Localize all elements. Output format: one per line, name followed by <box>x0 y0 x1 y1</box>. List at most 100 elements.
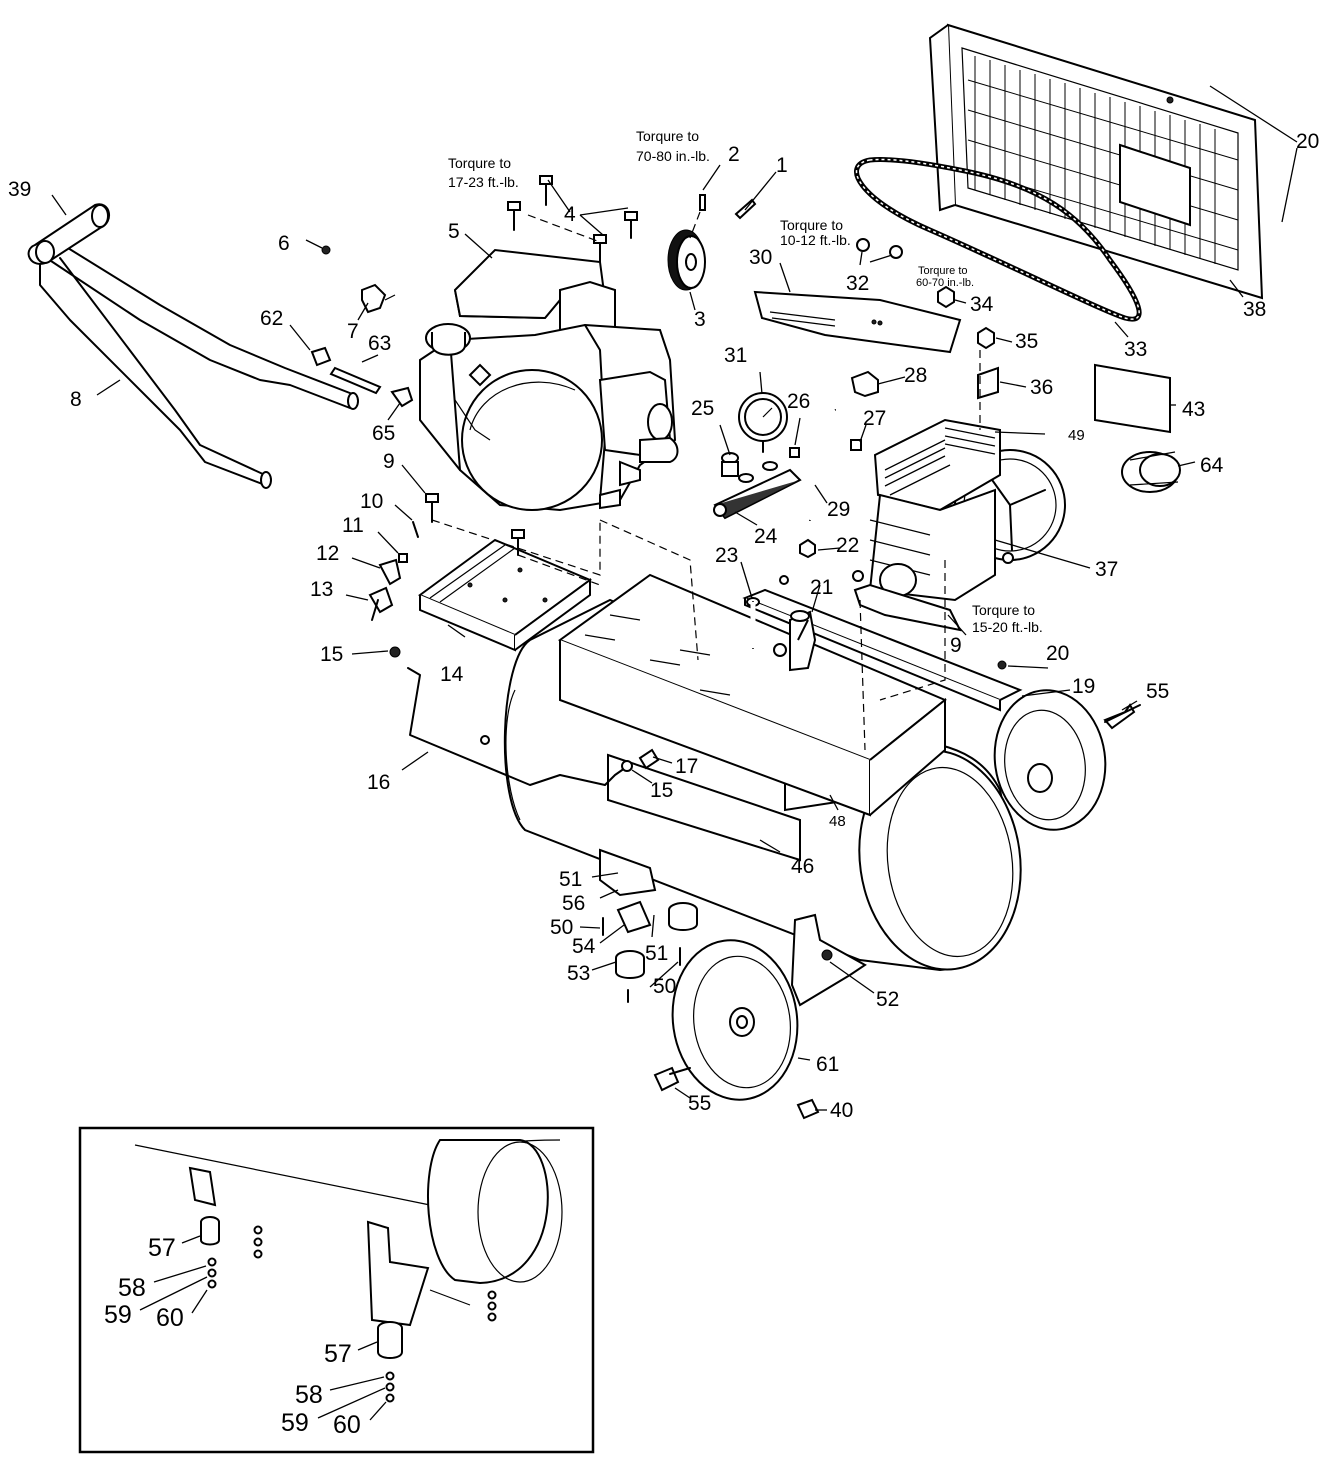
part-40 <box>796 1098 820 1120</box>
callout-3: 3 <box>694 308 706 331</box>
nut-part-35 <box>977 326 995 350</box>
callout-9a: 9 <box>383 450 395 473</box>
callout-11: 11 <box>342 514 364 537</box>
callout-15a: 15 <box>320 643 343 666</box>
callout-43: 43 <box>1182 398 1205 421</box>
callout-51b: 51 <box>645 942 668 965</box>
engine-mount-plate-part-14 <box>417 538 593 652</box>
torque-pulley-line2: 70-80 in.-lb. <box>636 148 710 164</box>
small-parts-left <box>310 245 414 408</box>
elbow-part-28 <box>850 370 879 398</box>
nut-part-34 <box>937 285 955 309</box>
callout-31: 31 <box>724 344 747 367</box>
callout-38: 38 <box>1243 298 1266 321</box>
callout-33: 33 <box>1124 338 1147 361</box>
rear-wheel <box>993 689 1107 831</box>
callout-14: 14 <box>440 663 464 686</box>
callout-35: 35 <box>1015 330 1038 353</box>
label-part-43 <box>1094 363 1171 434</box>
callout-53: 53 <box>567 962 590 985</box>
callout-37: 37 <box>1095 558 1118 581</box>
callout-26: 26 <box>787 390 810 413</box>
callout-27: 27 <box>863 407 886 430</box>
pump-part-37 <box>852 418 1066 632</box>
torque-engine-line2: 17-23 ft.-lb. <box>448 174 519 190</box>
callout-1: 1 <box>776 154 788 177</box>
small-bolts-9-10-11 <box>368 493 525 658</box>
callout-39: 39 <box>8 178 31 201</box>
torque-nut-line2: 60-70 in.-lb. <box>916 277 974 289</box>
callout-9b: 9 <box>950 634 962 657</box>
torque-pump-line2: 15-20 ft.-lb. <box>972 619 1043 635</box>
fitting-part-25 <box>721 452 739 477</box>
pressure-gauge-part-31 <box>738 392 788 453</box>
callout-65: 65 <box>372 422 395 445</box>
callout-8: 8 <box>70 388 82 411</box>
callout-16: 16 <box>367 771 390 794</box>
bracket-part-36 <box>977 366 999 400</box>
callout-20b: 20 <box>1296 130 1319 153</box>
screw-part-20 <box>997 660 1007 670</box>
callout-24: 24 <box>754 525 778 548</box>
manifold-part-24 <box>713 461 802 520</box>
torque-engine-line1: Torqure to <box>448 155 511 171</box>
callout-49: 49 <box>1068 427 1085 444</box>
pulley-part-3 <box>667 229 706 291</box>
callout-50b: 50 <box>653 975 676 998</box>
bolts-part-32 <box>856 238 903 259</box>
axle-bolts-part-55 <box>653 703 1141 1092</box>
callout-22: 22 <box>836 534 859 557</box>
alignment-lines <box>431 211 981 751</box>
torque-notes: Torqure to 17-23 ft.-lb. Torqure to 70-8… <box>448 128 1043 635</box>
engine-part-5 <box>419 248 679 512</box>
callout-51a: 51 <box>559 868 582 891</box>
callout-64: 64 <box>1200 454 1224 477</box>
callout-7: 7 <box>347 320 359 343</box>
mounting-feet <box>599 848 867 1007</box>
callout-46: 46 <box>791 855 814 878</box>
callout-12: 12 <box>316 542 339 565</box>
torque-nut-line1: Torqure to <box>918 265 968 277</box>
inset-callout-58b: 58 <box>295 1381 323 1409</box>
callout-52: 52 <box>876 988 899 1011</box>
torque-guard-line2: 10-12 ft.-lb. <box>780 232 851 248</box>
callout-56: 56 <box>562 892 585 915</box>
inset-callout-57a: 57 <box>148 1234 176 1262</box>
callout-10: 10 <box>360 490 383 513</box>
callout-5: 5 <box>448 220 460 243</box>
inset-callout-59a: 59 <box>104 1301 132 1329</box>
handle-grip-part-39 <box>27 203 110 265</box>
inset-callout-60b: 60 <box>333 1411 361 1439</box>
callout-32: 32 <box>846 272 869 295</box>
belt-guard-part-38 <box>928 23 1264 300</box>
callout-55a: 55 <box>1146 680 1169 703</box>
nut-part-22 <box>799 538 816 559</box>
callout-40: 40 <box>830 1099 853 1122</box>
torque-guard-line1: Torqure to <box>780 217 843 233</box>
leader-lines <box>51 85 1298 1421</box>
v-belt-part-33 <box>854 157 1142 322</box>
tube-part-16 <box>407 667 626 786</box>
callout-2: 2 <box>728 143 740 166</box>
inset-callout-60a: 60 <box>156 1304 184 1332</box>
callout-29: 29 <box>827 498 850 521</box>
set-screw-part-2 <box>699 194 706 211</box>
wheel-part-61 <box>671 939 799 1101</box>
callout-17: 17 <box>675 755 698 778</box>
handle-part-8 <box>39 239 359 489</box>
belt-guard-bracket-part-30 <box>753 290 962 354</box>
callout-48: 48 <box>829 813 846 830</box>
screw-small-2 <box>480 735 490 745</box>
air-filter-part-64 <box>1121 451 1181 493</box>
fitting-part-17 <box>638 748 660 770</box>
screw-small <box>779 575 789 585</box>
callout-28: 28 <box>904 364 927 387</box>
callout-63: 63 <box>368 332 391 355</box>
callout-55b: 55 <box>688 1092 711 1115</box>
callout-15b: 15 <box>650 779 673 802</box>
callout-6: 6 <box>278 232 290 255</box>
inset-callout-59b: 59 <box>281 1409 309 1437</box>
engine-bolts-part-4 <box>507 175 638 263</box>
callout-13: 13 <box>310 578 333 601</box>
